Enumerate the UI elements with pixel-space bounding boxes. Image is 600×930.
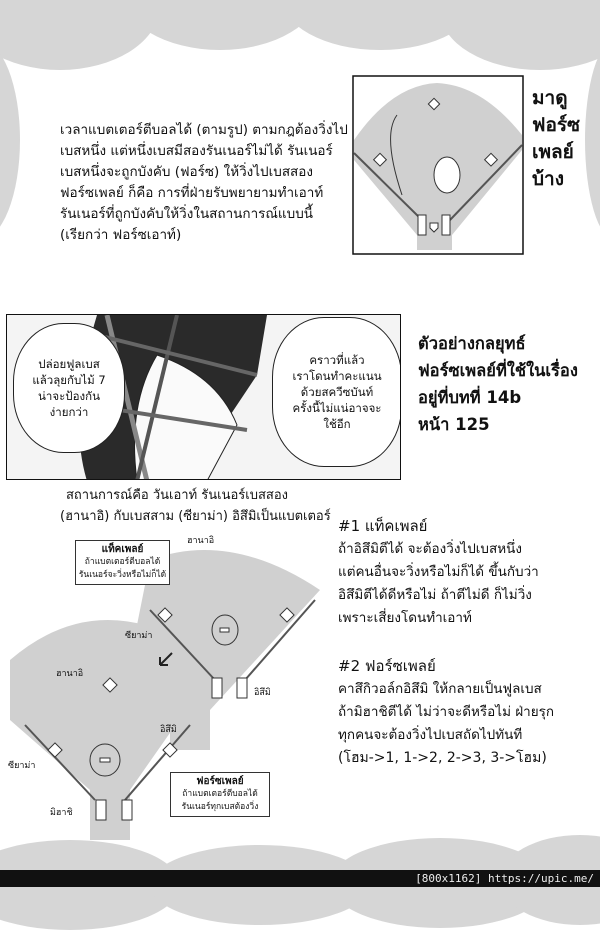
example-line: อยู่ที่บทที่ 14b xyxy=(418,388,522,407)
intro-line: เบสหนึ่ง แต่หนึ่งเบสมีสองรันเนอร์ไม่ได้ … xyxy=(60,143,333,159)
label-izumi: อิสึมิ xyxy=(254,688,271,698)
note-line: รันเนอร์ทุกเบสต้องวิ่ง xyxy=(181,802,259,812)
intro-text: เวลาแบตเตอร์ตีบอลได้ (ตามรูป) ตามกฎต้องว… xyxy=(60,120,348,246)
label-izumi-lower: อิสึมิ xyxy=(160,725,177,735)
intro-line: เบสหนึ่งจะถูกบังคับ (ฟอร์ซ) ให้วิ่งไปเบส… xyxy=(60,164,313,180)
title-line: ฟอร์ซ xyxy=(532,114,580,136)
play-line: ถ้าอิสึมิตีได้ จะต้องวิ่งไปเบสหนึ่ง xyxy=(338,541,522,557)
title-line: มาดู xyxy=(532,87,568,109)
play-line: แต่คนอื่นจะวิ่งหรือไม่ก็ได้ ขึ้นกับว่า xyxy=(338,564,539,580)
bubble-line: คราวที่แล้ว xyxy=(309,353,365,367)
force-play-explanation: #2 ฟอร์ซเพลย์ คาสึกิวอล์กอิสึมิ ให้กลายเ… xyxy=(338,655,554,770)
label-siyama-lower: ซียาม่า xyxy=(8,761,36,771)
bubble-line: น่าจะป้องกัน xyxy=(38,389,100,403)
bubble-line: ปล่อยฟูลเบส xyxy=(38,357,100,371)
situation-line: (ฮานาอิ) กับเบสสาม (ซียาม่า) อิสึมิเป็นแ… xyxy=(60,509,331,524)
note-line: รันเนอร์จะวิ่งหรือไม่ก็ได้ xyxy=(78,570,167,580)
intro-line: เวลาแบตเตอร์ตีบอลได้ (ตามรูป) ตามกฎต้องว… xyxy=(60,122,348,138)
example-line: ตัวอย่างกลยุทธ์ xyxy=(418,334,526,353)
title-line: เพลย์ xyxy=(532,141,574,163)
intro-line: (เรียกว่า ฟอร์ซเอาท์) xyxy=(60,227,182,243)
force-play-note: ฟอร์ซเพลย์ ถ้าแบตเตอร์ตีบอลได้ รันเนอร์ท… xyxy=(170,772,270,817)
note-line: ถ้าแบตเตอร์ตีบอลได้ xyxy=(182,789,258,799)
example-line: ฟอร์ซเพลย์ที่ใช้ในเรื่อง xyxy=(418,361,578,380)
situation-line: สถานการณ์คือ วันเอาท์ รันเนอร์เบสสอง xyxy=(66,488,288,503)
thought-bubble-right: คราวที่แล้ว เราโดนทำคะแนน ด้วยสควีซบันท์… xyxy=(272,317,400,467)
tag-play-note: แท็คเพลย์ ถ้าแบตเตอร์ตีบอลได้ รันเนอร์จะ… xyxy=(75,540,170,585)
lower-field xyxy=(10,620,200,840)
force-play-field-diagram xyxy=(352,75,524,255)
watermark: [800x1162] https://upic.me/ xyxy=(415,872,594,885)
play-line: เพราะเสี่ยงโดนทำเอาท์ xyxy=(338,610,472,626)
title-line: บ้าง xyxy=(532,168,565,190)
tag-play-explanation: #1 แท็คเพลย์ ถ้าอิสึมิตีได้ จะต้องวิ่งไป… xyxy=(338,515,539,630)
example-line: หน้า 125 xyxy=(418,415,490,434)
arrow-icon xyxy=(159,652,173,666)
label-hanai: ฮานาอิ xyxy=(187,536,215,546)
watermark-bar: [800x1162] https://upic.me/ xyxy=(0,870,600,887)
example-reference: ตัวอย่างกลยุทธ์ ฟอร์ซเพลย์ที่ใช้ในเรื่อง… xyxy=(418,330,578,438)
label-mihashi: มิฮาชิ xyxy=(50,808,73,818)
bubble-line: ด้วยสควีซบันท์ xyxy=(300,385,374,399)
label-hanai-lower: ฮานาอิ xyxy=(56,669,84,679)
play-line: คาสึกิวอล์กอิสึมิ ให้กลายเป็นฟูลเบส xyxy=(338,681,542,697)
play-line: ถ้ามิฮาชิตีได้ ไม่ว่าจะดีหรือไม่ ฝ่ายรุก xyxy=(338,704,555,720)
play-line: ทุกคนจะต้องวิ่งไปเบสถัดไปทันที xyxy=(338,727,523,743)
tag-vs-force-diagrams xyxy=(10,550,320,840)
bubble-line: ง่ายกว่า xyxy=(49,405,89,419)
intro-line: รันเนอร์ที่ถูกบังคับให้วิ่งในสถานการณ์แบ… xyxy=(60,206,313,222)
force-play-heading: #2 ฟอร์ซเพลย์ xyxy=(338,657,436,675)
play-line: (โฮม->1, 1->2, 2->3, 3->โฮม) xyxy=(338,750,547,766)
manga-panel: ปล่อยฟูลเบส แล้วลุยกับไม้ 7 น่าจะป้องกัน… xyxy=(6,314,401,480)
note-title: ฟอร์ซเพลย์ xyxy=(196,776,244,787)
label-siyama: ซียาม่า xyxy=(125,631,153,641)
note-line: ถ้าแบตเตอร์ตีบอลได้ xyxy=(84,557,161,567)
intro-line: ฟอร์ซเพลย์ ก็คือ การที่ฝ่ายรับพยายามทำเอ… xyxy=(60,185,324,201)
speech-bubble-left: ปล่อยฟูลเบส แล้วลุยกับไม้ 7 น่าจะป้องกัน… xyxy=(13,323,125,453)
bubble-line: เราโดนทำคะแนน xyxy=(292,369,382,383)
situation-text: สถานการณ์คือ วันเอาท์ รันเนอร์เบสสอง (ฮา… xyxy=(60,485,331,527)
note-title: แท็คเพลย์ xyxy=(101,544,144,555)
bubble-line: แล้วลุยกับไม้ 7 xyxy=(32,373,106,387)
bubble-line: ใช้อีก xyxy=(323,417,351,431)
bubble-line: ครั้งนี้ไม่แน่อาจจะ xyxy=(292,401,382,415)
play-line: อิสึมิตีได้ดีหรือไม่ ถ้าตีไม่ดี ก็ไม่วิ่… xyxy=(338,587,532,603)
section-title: มาดู ฟอร์ซ เพลย์ บ้าง xyxy=(532,85,580,193)
tag-play-heading: #1 แท็คเพลย์ xyxy=(338,517,428,535)
